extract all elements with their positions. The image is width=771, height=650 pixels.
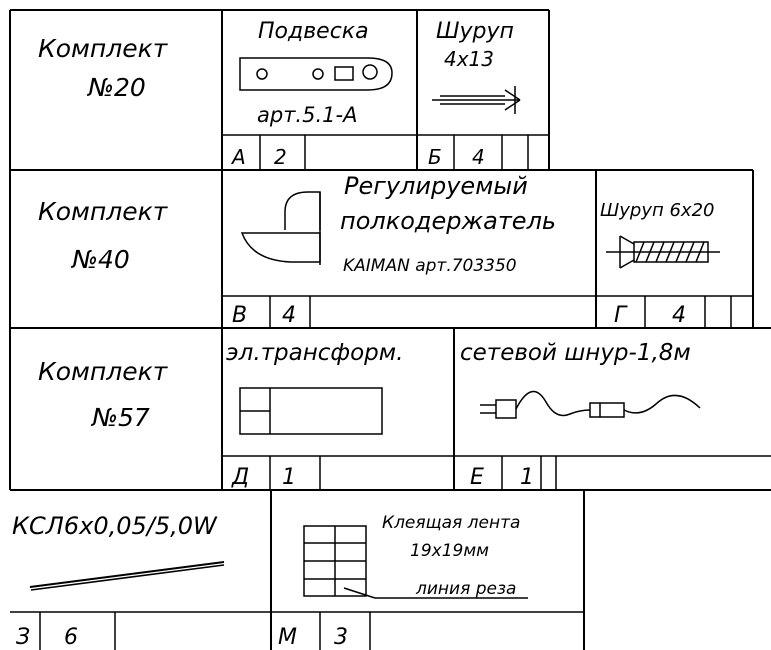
item-qty: 1 [282,465,296,490]
cut-line-note: линия реза [415,579,516,599]
item-qty: 1 [520,465,534,490]
kit-name-line2: №57 [90,403,150,432]
item-title: эл.трансформ. [226,340,403,366]
item-letter: Е [470,465,484,490]
kit-40: Комплект №40 Регулируемый полкодержатель… [38,172,720,328]
hanger-bracket-icon [239,57,393,91]
item-subtitle: 4х13 [444,47,494,71]
item-title-line1: Регулируемый [344,172,528,200]
kit-20: Комплект №20 Подвеска арт.5.1-А А 2 Шуру… [38,19,521,169]
item-title-line2: полкодержатель [340,207,556,235]
item-qty: 3 [334,625,348,650]
item-title: сетевой шнур-1,8м [460,340,691,366]
screw-icon [432,86,521,114]
item-qty: 4 [282,303,296,328]
grid-lines [9,9,771,650]
shelf-holder-icon [240,191,321,265]
item-qty: 4 [672,303,686,328]
item-letter: З [16,625,30,650]
item-subtitle: KAIMAN арт.703350 [343,256,517,276]
kit-name-line1: Комплект [38,357,169,386]
kit-57: Комплект №57 эл.трансформ. Д 1 сетевой ш… [38,340,701,490]
kit-name-line1: Комплект [38,197,169,226]
item-letter: В [232,303,247,328]
item-qty: 6 [64,625,78,650]
item-title: Шуруп 6х20 [600,200,714,221]
item-letter: Б [428,145,442,169]
item-letter: Д [231,465,249,490]
power-cord-icon [480,390,701,419]
item-qty: 2 [274,145,287,169]
cut-line-leader [343,587,528,599]
transformer-icon [239,387,383,435]
kit-name-line2: №40 [70,245,130,274]
kit-name-line1: Комплект [38,34,169,63]
item-title-line1: Клеящая лента [382,513,520,533]
adhesive-tape-icon [303,525,367,597]
item-qty: 4 [472,145,485,169]
item-title-line2: 19х19мм [410,541,489,561]
item-subtitle: арт.5.1-А [257,103,357,127]
strip-title: КСЛ6х0,05/5,0W [12,512,218,540]
item-letter: М [278,625,297,650]
item-letter: Г [614,303,628,328]
screw-icon [606,235,720,269]
kit-name-line2: №20 [86,73,146,102]
item-title: Подвеска [258,19,369,44]
strip-kit: КСЛ6х0,05/5,0W З 6 Клеящая лента 19х19мм… [12,512,528,650]
item-letter: А [230,145,246,169]
item-title: Шуруп [436,19,514,44]
led-strip-icon [29,561,225,591]
